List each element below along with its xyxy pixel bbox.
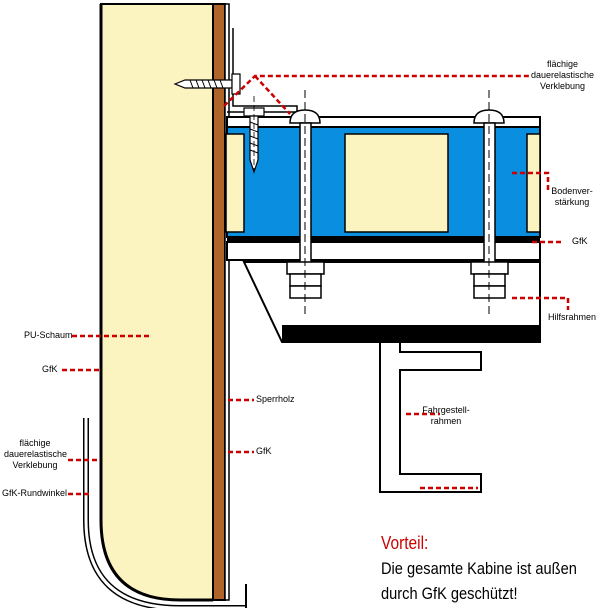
vertical-screw xyxy=(243,96,265,174)
label-top-bonding: flächige dauerelastische Verklebung xyxy=(530,59,595,91)
label-pu-foam: PU-Schaum xyxy=(24,330,73,340)
label-gfk-left: GfK xyxy=(42,364,58,374)
label-floor-reinforcement: Bodenver- stärkung xyxy=(551,186,593,207)
bolt-left xyxy=(286,90,325,318)
label-gfk-bottom: GfK xyxy=(256,446,272,456)
label-aux-frame: Hilfsrahmen xyxy=(548,312,597,322)
horizontal-screw xyxy=(173,73,241,95)
bolt-right xyxy=(470,90,509,318)
leader-lines xyxy=(62,74,570,496)
chassis-frame xyxy=(379,341,482,493)
gfk-outer-skin xyxy=(99,4,213,602)
advantage-line-1: Die gesamte Kabine ist außen xyxy=(381,559,577,578)
top-angle-bracket xyxy=(227,28,298,113)
floor-reinforcement-right xyxy=(526,133,541,233)
pu-foam-panel xyxy=(100,3,214,601)
floor-reinforcement-mid xyxy=(344,133,449,233)
advantage-line-2: durch GfK geschützt! xyxy=(381,584,518,603)
label-gfk-corner: GfK-Rundwinkel xyxy=(2,488,68,498)
label-gfk-right: GfK xyxy=(572,236,588,246)
floor-reinforcement-left xyxy=(225,133,245,233)
gfk-inner-skin xyxy=(224,3,230,601)
plywood-layer xyxy=(212,3,226,601)
label-chassis-frame: Fahrgestell- rahmen xyxy=(422,405,470,426)
label-plywood: Sperrholz xyxy=(256,394,295,404)
floor-bottom-gfk xyxy=(227,237,540,242)
advantage-title: Vorteil: xyxy=(381,533,429,553)
label-bottom-bonding: flächige dauerelastische Verklebung xyxy=(4,438,68,470)
